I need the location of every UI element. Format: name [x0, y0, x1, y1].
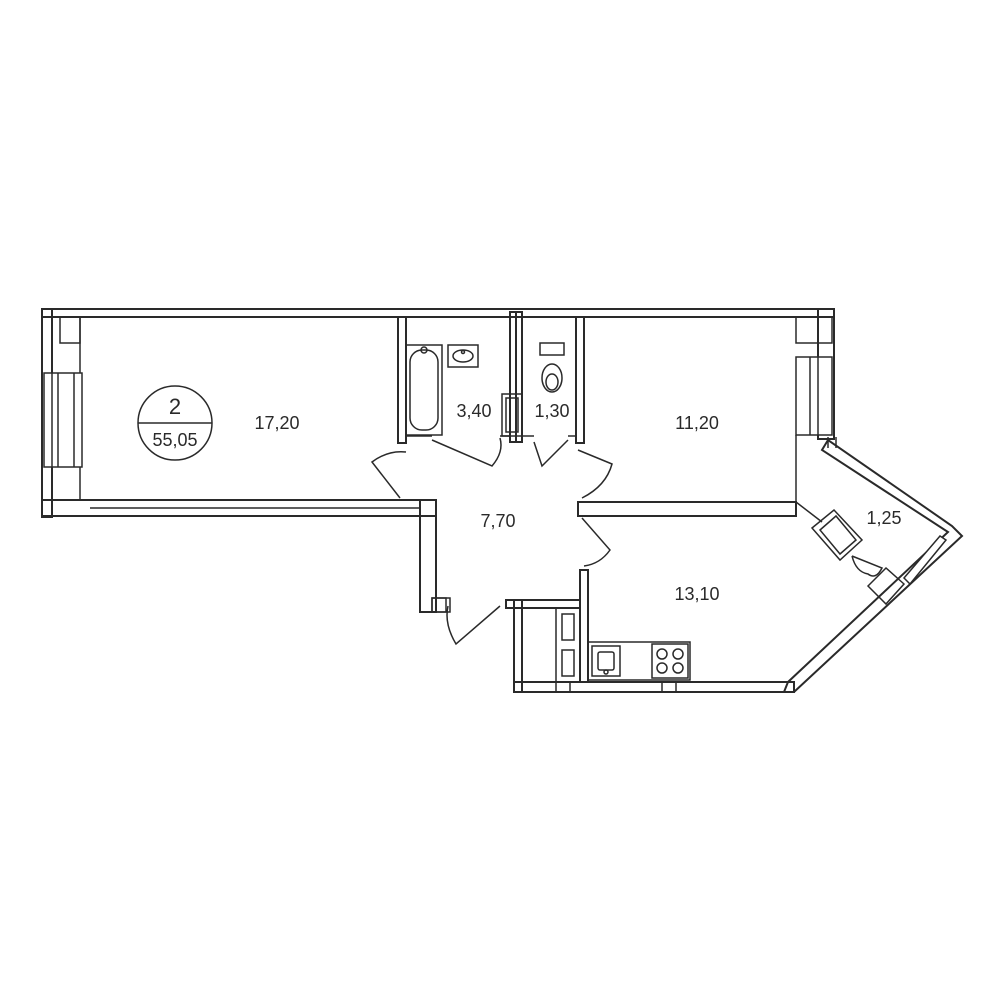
outer-walls	[41, 308, 964, 693]
stove-icon	[651, 643, 689, 679]
room-labels: 17,20 3,40 1,30 11,20 7,70 13,10 1,25	[254, 401, 901, 604]
bedroom-area: 11,20	[675, 413, 719, 433]
kitchen-area: 13,10	[674, 584, 719, 604]
fixtures	[405, 342, 906, 683]
bathroom-area: 3,40	[456, 401, 491, 421]
toilet-area: 1,30	[534, 401, 569, 421]
bathtub-icon	[405, 344, 443, 436]
apartment-badge: 2 55,05	[137, 385, 213, 461]
sink-icon	[447, 344, 479, 368]
toilet-icon	[539, 342, 565, 393]
rooms-count: 2	[169, 394, 181, 419]
fridge-icon	[555, 607, 581, 683]
total-area: 55,05	[152, 430, 197, 450]
balcony-area: 1,25	[866, 508, 901, 528]
doors	[370, 437, 884, 646]
interior-walls	[397, 311, 823, 683]
balcony-unit-icon	[810, 508, 906, 606]
kitchen-sink-icon	[591, 645, 621, 677]
hallway-area: 7,70	[480, 511, 515, 531]
washing-machine-icon	[501, 393, 523, 437]
living-room-area: 17,20	[254, 413, 299, 433]
